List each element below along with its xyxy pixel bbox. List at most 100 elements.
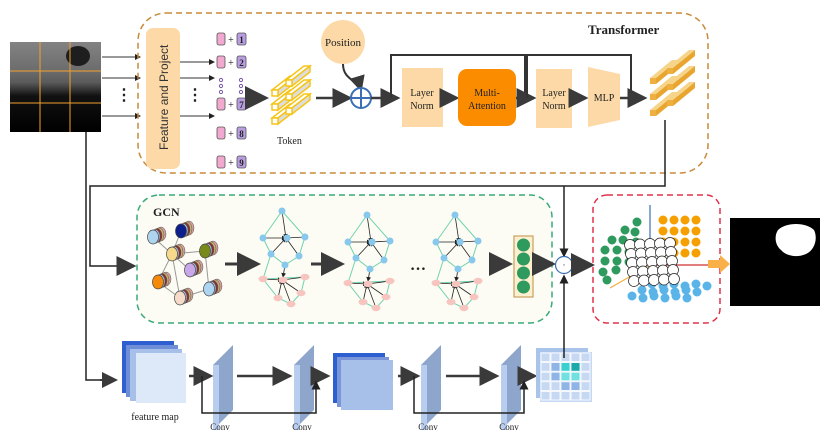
layer-norm-1-line1: Layer bbox=[410, 88, 434, 99]
token-bar-front bbox=[271, 103, 279, 111]
grid-cell bbox=[540, 381, 551, 391]
conv-slab-front bbox=[213, 365, 219, 430]
output-arrow bbox=[708, 255, 730, 273]
blue-cluster-point bbox=[660, 293, 670, 303]
blue-node bbox=[468, 256, 476, 264]
graph-edge bbox=[281, 210, 288, 239]
orange-cluster-point bbox=[680, 237, 690, 247]
conv-slab-front bbox=[294, 365, 300, 430]
orange-cluster-point bbox=[691, 237, 701, 247]
output-bar-front bbox=[667, 84, 673, 90]
blue-node bbox=[301, 233, 309, 241]
pink-node bbox=[363, 280, 373, 288]
graph-node bbox=[184, 262, 196, 278]
token-stack bbox=[269, 64, 313, 126]
graph-edge bbox=[355, 241, 372, 259]
grid-cell bbox=[580, 371, 591, 382]
blue-cluster-point bbox=[648, 287, 658, 297]
layer-norm-1 bbox=[402, 68, 443, 127]
output-bar-side bbox=[673, 82, 695, 106]
plus-sign: + bbox=[228, 158, 234, 169]
layer-norm-2 bbox=[536, 69, 572, 128]
green-cluster-point bbox=[607, 235, 617, 245]
green-cluster-point bbox=[612, 245, 622, 255]
pink-node bbox=[451, 280, 461, 288]
add-operator-icon bbox=[350, 87, 372, 109]
grid-cell bbox=[570, 352, 581, 363]
plus-sign: + bbox=[228, 35, 234, 46]
blue-node bbox=[295, 252, 303, 260]
center-cluster-point bbox=[648, 274, 660, 286]
patch-token bbox=[216, 32, 226, 46]
blue-node bbox=[474, 237, 482, 245]
orange-cluster-point bbox=[669, 226, 679, 236]
orange-cluster-point bbox=[658, 215, 668, 225]
graph-node bbox=[166, 246, 178, 262]
blue-node bbox=[281, 261, 289, 269]
blue-node bbox=[451, 211, 459, 219]
conv-slab-front bbox=[421, 365, 427, 430]
graph-edge bbox=[454, 214, 461, 243]
orange-cluster-point bbox=[680, 215, 690, 225]
blue-node bbox=[267, 250, 275, 258]
output-bar-top bbox=[650, 60, 678, 78]
blue-cluster-point bbox=[680, 281, 690, 291]
gcn-graph-layer-3 bbox=[431, 211, 483, 312]
position-index-box bbox=[236, 32, 247, 46]
center-cluster-point bbox=[628, 275, 640, 287]
pink-node bbox=[469, 293, 479, 301]
grid-cell bbox=[570, 381, 581, 391]
transformer-title: Transformer bbox=[588, 22, 659, 37]
grid-cell bbox=[560, 381, 571, 391]
orange-cluster-point bbox=[669, 215, 679, 225]
grid-cell bbox=[550, 362, 561, 372]
grid-cell bbox=[570, 371, 581, 382]
graph-node bbox=[199, 243, 211, 259]
gcn-ellipsis: … bbox=[410, 257, 426, 274]
graph-edge bbox=[281, 279, 292, 305]
center-cluster-point bbox=[658, 273, 670, 286]
token-bar-front bbox=[285, 93, 293, 101]
output-bar-side bbox=[673, 66, 695, 90]
transformer-block bbox=[137, 12, 709, 174]
pink-node bbox=[473, 277, 483, 285]
orange-cluster-point bbox=[691, 226, 701, 236]
grid-cell bbox=[550, 381, 561, 391]
blue-node bbox=[440, 254, 448, 262]
output-bar-front bbox=[650, 110, 656, 116]
output-bar-top bbox=[650, 92, 678, 110]
grid-cell bbox=[550, 352, 561, 363]
grid-cell bbox=[580, 381, 591, 391]
green-cluster-point bbox=[620, 225, 630, 235]
dot bbox=[218, 77, 224, 83]
green-cluster-point bbox=[630, 227, 640, 237]
pink-node bbox=[459, 304, 469, 312]
blue-cluster-point bbox=[702, 281, 712, 291]
plus-sign: + bbox=[228, 100, 234, 111]
dot bbox=[218, 89, 224, 95]
grid-cell bbox=[560, 362, 571, 372]
output-bar-top bbox=[667, 66, 695, 84]
grid-cell bbox=[540, 390, 551, 401]
output-bar-top bbox=[650, 76, 678, 94]
grid-cell bbox=[550, 390, 561, 401]
grid-cell bbox=[580, 390, 591, 401]
projected-ellipsis: ⋮ bbox=[187, 87, 203, 104]
conv-label-3: Conv bbox=[418, 422, 438, 432]
output-bar-front bbox=[650, 78, 656, 84]
multi-attention-block bbox=[458, 69, 516, 126]
grid-cell bbox=[570, 390, 581, 401]
blue-cluster-point bbox=[627, 291, 637, 301]
feature-project-block bbox=[146, 28, 180, 169]
position-index-label: 9 bbox=[239, 158, 244, 168]
blue-node bbox=[386, 237, 394, 245]
graph-edge bbox=[171, 253, 181, 299]
pink-node bbox=[371, 304, 381, 312]
dot bbox=[238, 77, 244, 83]
graph-node bbox=[152, 274, 164, 290]
grid-cell bbox=[560, 352, 571, 363]
pink-node bbox=[358, 298, 368, 306]
patch-ellipsis: ⋮ bbox=[116, 87, 132, 104]
position-label: Position bbox=[325, 37, 362, 49]
dot bbox=[238, 89, 244, 95]
